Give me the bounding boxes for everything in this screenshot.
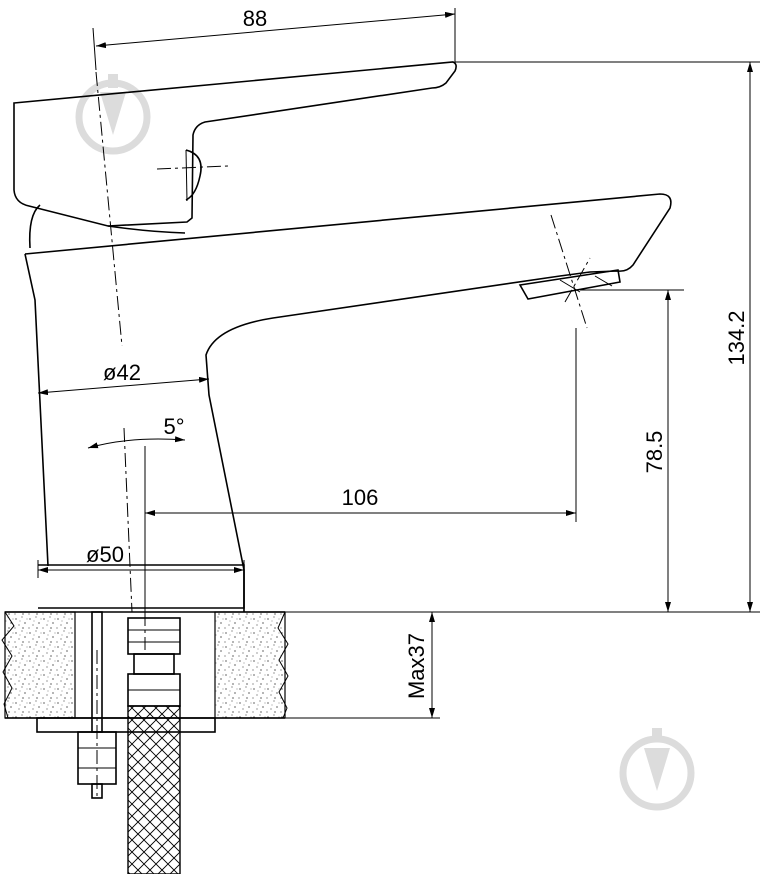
faucet-outline xyxy=(13,61,672,612)
center-lines xyxy=(95,71,591,800)
dim-spout-height-label: 78.5 xyxy=(642,431,667,474)
dim-spout-reach-label: 106 xyxy=(342,485,379,510)
drop-logo-icon xyxy=(75,74,151,155)
dim-max-counter-label: Max37 xyxy=(404,633,429,699)
drop-logo-icon xyxy=(619,728,695,811)
dim-height-total-label: 134.2 xyxy=(724,310,749,365)
countertop-section xyxy=(1,611,289,874)
dim-base-diameter-label: ø50 xyxy=(86,542,124,567)
dim-width-top-label: 88 xyxy=(243,6,267,31)
dimension-lines xyxy=(37,8,760,719)
dim-tilt-angle-label: 5° xyxy=(163,414,184,439)
dim-body-diameter-label: ø42 xyxy=(103,360,141,385)
